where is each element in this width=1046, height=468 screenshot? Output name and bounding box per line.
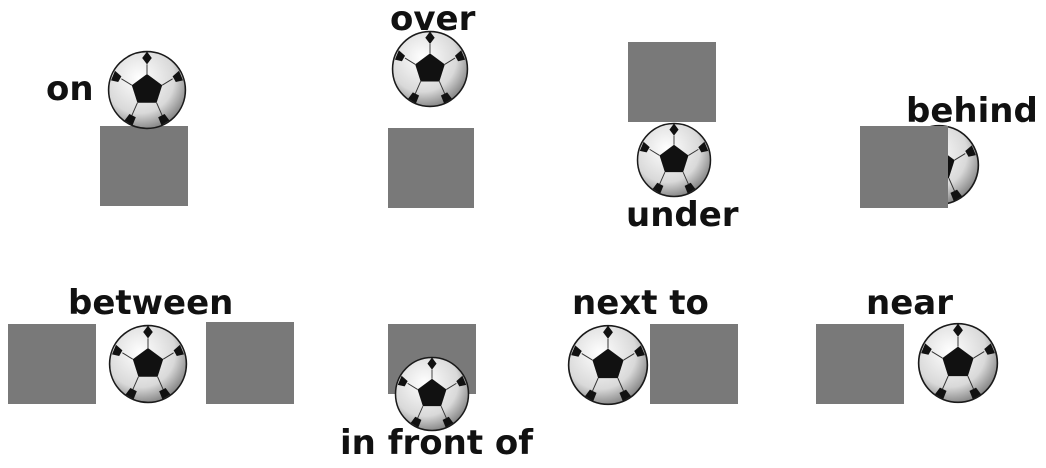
label-behind: behind xyxy=(906,94,1038,128)
soccer-ball-icon xyxy=(630,122,718,198)
soccer-ball-icon xyxy=(386,30,474,108)
gray-square xyxy=(628,42,716,122)
soccer-ball-icon xyxy=(564,324,652,406)
label-between: between xyxy=(68,286,233,320)
soccer-ball-icon xyxy=(104,50,190,130)
gray-square xyxy=(860,126,948,208)
soccer-ball-icon xyxy=(914,322,1002,404)
gray-square xyxy=(388,128,474,208)
gray-square xyxy=(206,322,294,404)
soccer-ball-icon xyxy=(104,324,192,404)
label-on: on xyxy=(46,72,94,106)
gray-square xyxy=(8,324,96,404)
label-in-front-of: in front of xyxy=(340,426,533,460)
label-under: under xyxy=(626,198,739,232)
gray-square xyxy=(816,324,904,404)
soccer-ball-icon xyxy=(388,356,476,432)
label-near: near xyxy=(866,286,953,320)
label-next-to: next to xyxy=(572,286,709,320)
gray-square xyxy=(100,126,188,206)
gray-square xyxy=(650,324,738,404)
